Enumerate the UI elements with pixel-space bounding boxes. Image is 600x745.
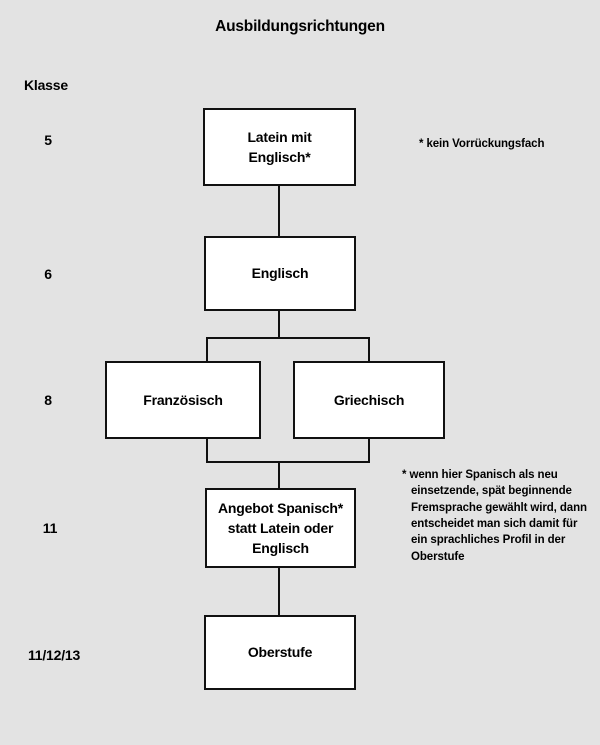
node-griechisch[interactable]: Griechisch [293, 361, 445, 439]
connector-merge-to-spanisch [278, 461, 280, 490]
node-angebot-spanisch-label: Angebot Spanisch* statt Latein oder Engl… [218, 499, 343, 557]
node-oberstufe-label: Oberstufe [247, 644, 313, 661]
node-latein-mit-englisch[interactable]: Latein mit Englisch* [203, 108, 356, 186]
connector-split-left-drop [206, 337, 208, 363]
connector-griechisch-to-merge [368, 437, 370, 463]
connector-split-bar [206, 337, 370, 339]
node-franzoesisch-label: Französisch [143, 391, 223, 408]
grade-label-11: 11 [42, 520, 58, 536]
node-oberstufe[interactable]: Oberstufe [204, 615, 356, 690]
node-englisch-label: Englisch [251, 265, 309, 282]
klasse-column-heading: Klasse [24, 77, 68, 93]
node-latein-mit-englisch-label: Latein mit Englisch* [247, 128, 312, 165]
page-title: Ausbildungsrichtungen [215, 18, 385, 35]
footnote-spanisch-profil: * wenn hier Spanisch als neu einsetzende… [402, 469, 587, 563]
connector-franzoesisch-to-merge [206, 437, 208, 463]
node-angebot-spanisch[interactable]: Angebot Spanisch* statt Latein oder Engl… [205, 488, 356, 568]
connector-englisch-to-split [278, 309, 280, 339]
node-franzoesisch[interactable]: Französisch [105, 361, 261, 439]
grade-label-11-12-13: 11/12/13 [27, 647, 81, 663]
connector-spanisch-to-oberstufe [278, 566, 280, 617]
connector-latein-to-englisch [278, 184, 280, 238]
grade-label-5: 5 [44, 132, 52, 148]
grade-label-6: 6 [44, 266, 52, 282]
node-griechisch-label: Griechisch [333, 391, 405, 408]
grade-label-8: 8 [44, 392, 52, 408]
connector-merge-bar [206, 461, 370, 463]
node-englisch[interactable]: Englisch [204, 236, 356, 311]
connector-split-right-drop [368, 337, 370, 363]
footnote-kein-vorrueckungsfach: * kein Vorrückungsfach [419, 138, 545, 150]
